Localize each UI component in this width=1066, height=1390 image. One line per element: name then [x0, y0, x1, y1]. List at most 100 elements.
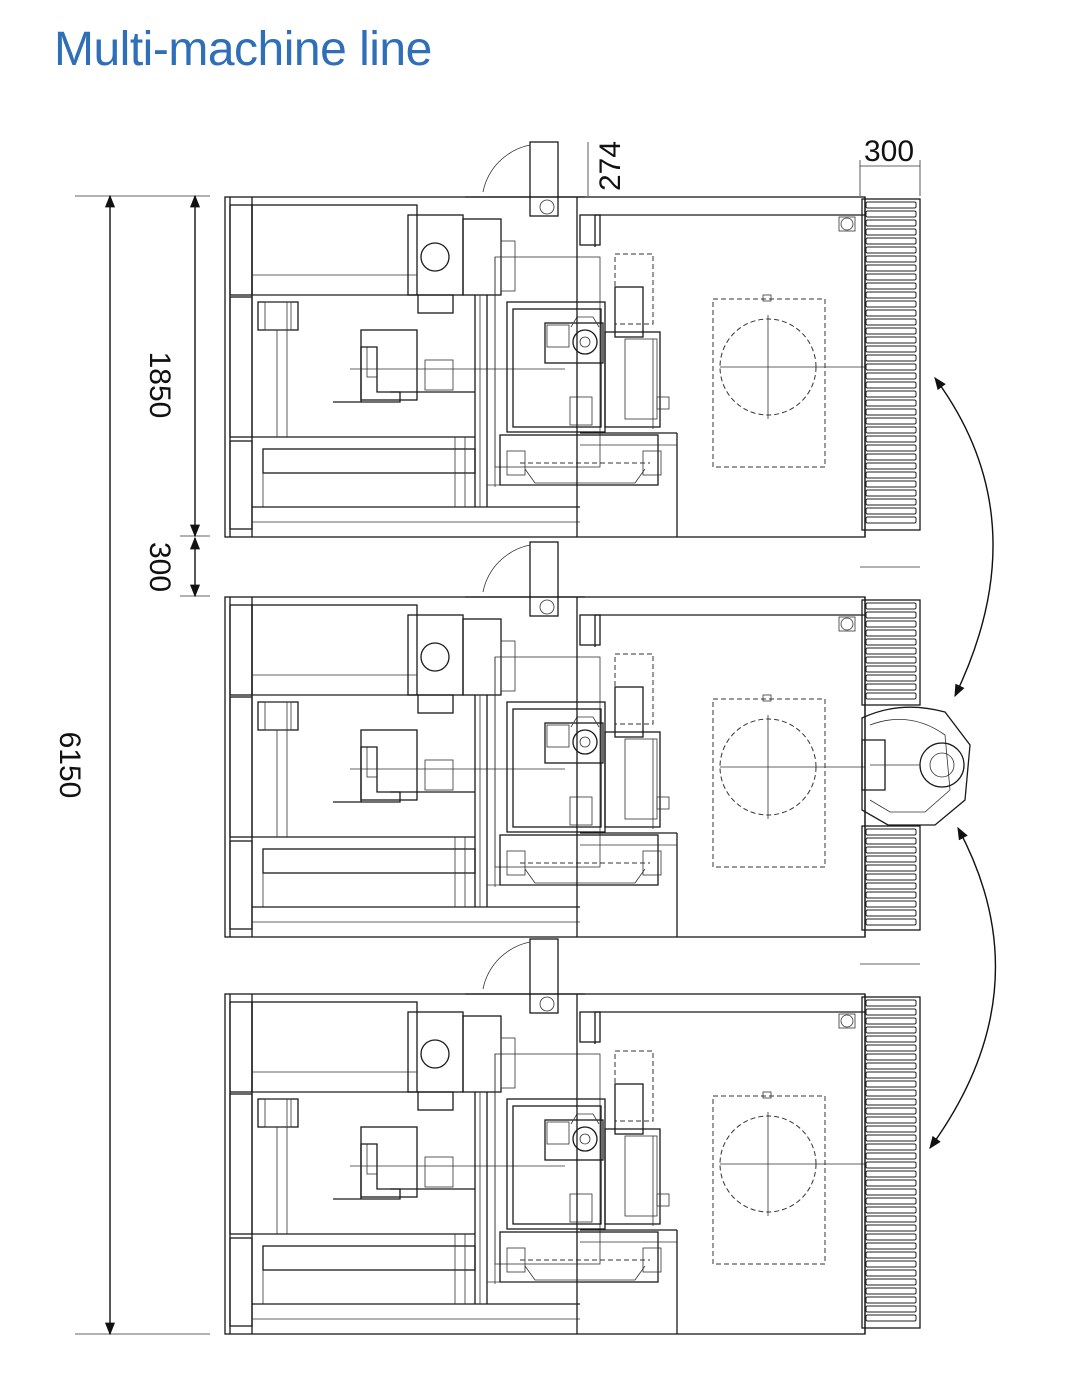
conveyor-roller: [865, 1269, 917, 1277]
conveyor-roller: [865, 683, 917, 691]
conveyor-roller: [865, 638, 917, 646]
conveyor-roller: [865, 462, 917, 470]
conveyor-roller: [865, 1206, 917, 1214]
conveyor-roller: [865, 444, 917, 452]
conveyor-roller: [865, 855, 917, 863]
conveyor-roller: [865, 336, 917, 344]
conveyor-roller: [865, 1260, 917, 1268]
conveyor-roller: [865, 291, 917, 299]
conveyor-roller: [865, 255, 917, 263]
conveyor-roller: [865, 1278, 917, 1286]
conveyor-roller: [865, 399, 917, 407]
conveyor-roller: [865, 1314, 917, 1322]
conveyor-roller: [865, 900, 917, 908]
conveyor-roller: [865, 1233, 917, 1241]
conveyor-roller: [865, 828, 917, 836]
conveyor-roller: [865, 300, 917, 308]
conveyor-roller: [865, 1116, 917, 1124]
conveyor-roller: [865, 1071, 917, 1079]
machine-2: [224, 541, 866, 938]
dimension-gap: 300: [143, 536, 210, 598]
conveyor-roller: [865, 390, 917, 398]
conveyor-roller: [865, 498, 917, 506]
conveyor-roller: [865, 999, 917, 1007]
conveyor-roller: [865, 1296, 917, 1304]
conveyor-roller: [865, 264, 917, 272]
dimension-total-label: 6150: [53, 732, 86, 799]
dimension-gap-label: 300: [143, 542, 176, 592]
conveyor-roller: [865, 1188, 917, 1196]
machine-1: [224, 141, 866, 538]
conveyor-roller: [865, 417, 917, 425]
dimension-door: 274: [587, 141, 627, 196]
dimension-conveyor-label: 300: [864, 135, 914, 168]
conveyor-roller: [865, 345, 917, 353]
conveyor-frame: [861, 825, 921, 931]
conveyor-roller: [865, 327, 917, 335]
conveyor-roller: [865, 1125, 917, 1133]
dimension-machine-label: 1850: [143, 352, 176, 419]
robot-reach-arrow-upper: [934, 376, 994, 698]
conveyor-roller: [865, 489, 917, 497]
conveyor-roller: [865, 1098, 917, 1106]
conveyor-roller: [865, 318, 917, 326]
conveyor-roller: [865, 435, 917, 443]
conveyor-roller: [865, 1305, 917, 1313]
conveyor-roller: [865, 381, 917, 389]
conveyor-frame: [861, 996, 921, 1329]
conveyor-roller: [865, 282, 917, 290]
conveyor-roller: [865, 1035, 917, 1043]
conveyor-roller: [865, 1179, 917, 1187]
robot-reach-arrow-lower: [929, 826, 997, 1150]
conveyor-frame: [861, 198, 921, 531]
conveyor-roller: [865, 611, 917, 619]
conveyor-roller: [865, 1053, 917, 1061]
conveyor-roller: [865, 1017, 917, 1025]
conveyor-roller: [865, 1044, 917, 1052]
conveyor-roller: [865, 228, 917, 236]
conveyor-roller: [865, 210, 917, 218]
conveyor-roller: [865, 516, 917, 524]
conveyor-roller: [865, 909, 917, 917]
dimension-total: 6150: [53, 194, 210, 1336]
conveyor-roller: [865, 674, 917, 682]
conveyor-roller: [865, 471, 917, 479]
page-title: Multi-machine line: [54, 23, 432, 76]
conveyor-roller: [865, 273, 917, 281]
conveyor-roller: [865, 309, 917, 317]
conveyor-roller: [865, 1170, 917, 1178]
dimension-door-label: 274: [594, 141, 627, 191]
conveyor-roller: [865, 1062, 917, 1070]
conveyor-roller: [865, 408, 917, 416]
conveyor-roller: [865, 237, 917, 245]
conveyor-roller: [865, 1161, 917, 1169]
machine-3: [224, 938, 866, 1335]
conveyor-roller: [865, 882, 917, 890]
conveyor-roller: [865, 1224, 917, 1232]
conveyor-roller: [865, 1152, 917, 1160]
conveyor-roller: [865, 837, 917, 845]
conveyor-roller: [865, 1008, 917, 1016]
conveyor-roller: [865, 656, 917, 664]
conveyor-roller: [865, 873, 917, 881]
conveyor-roller: [865, 480, 917, 488]
conveyor-roller: [865, 372, 917, 380]
conveyor-roller: [865, 1080, 917, 1088]
conveyor-roller: [865, 665, 917, 673]
robot: [861, 706, 971, 826]
conveyor-roller: [865, 1287, 917, 1295]
conveyor-roller: [865, 1143, 917, 1151]
conveyor-roller: [865, 629, 917, 637]
conveyor-roller: [865, 620, 917, 628]
conveyor-roller: [865, 1251, 917, 1259]
conveyor-roller: [865, 1215, 917, 1223]
conveyor-roller: [865, 426, 917, 434]
conveyor-roller: [865, 846, 917, 854]
conveyor-roller: [865, 507, 917, 515]
conveyor-roller: [865, 453, 917, 461]
conveyor-roller: [865, 918, 917, 926]
conveyor-roller: [865, 219, 917, 227]
conveyor-roller: [865, 363, 917, 371]
conveyor-roller: [865, 1089, 917, 1097]
conveyor-roller: [865, 201, 917, 209]
